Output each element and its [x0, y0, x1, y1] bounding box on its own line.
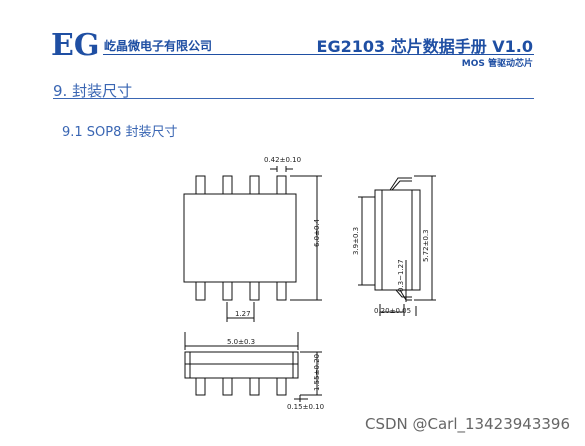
dim-body-width: 6.0±0.4 [313, 218, 321, 247]
bottom-lead [222, 281, 233, 301]
front-lead [195, 377, 206, 396]
dim-side-total: 5.72±0.3 [422, 229, 430, 262]
dim-standoff: 0.15±0.10 [287, 403, 324, 411]
dim-foot-thickness: 0.20±0.05 [374, 307, 411, 315]
subsection-title: 9.1 SOP8 封装尺寸 [62, 125, 178, 140]
logo-text: EG [51, 28, 99, 60]
dim-lead-length: 0.3~1.27 [397, 259, 405, 292]
top-lead [222, 175, 233, 195]
front-view-body-bottom [184, 363, 299, 379]
front-lead [222, 377, 233, 396]
document-title: EG2103 芯片数据手册 V1.0 [316, 37, 533, 56]
company-name: 屹晶微电子有限公司 [104, 39, 213, 53]
bottom-lead [276, 281, 287, 301]
dim-body-length: 5.0±0.3 [227, 338, 255, 346]
watermark: CSDN @Carl_13423943396 [364, 415, 570, 433]
document-subtitle: MOS 管驱动芯片 [461, 59, 533, 69]
front-lead [249, 377, 260, 396]
dim-lead-width: 0.42±0.10 [264, 156, 301, 164]
section-title: 9. 封装尺寸 [53, 82, 133, 100]
top-lead [276, 175, 287, 195]
dim-pitch: 1.27 [235, 310, 251, 318]
side-view-body [374, 189, 421, 291]
company-logo: EG [49, 28, 99, 60]
bottom-lead [195, 281, 206, 301]
bottom-lead [249, 281, 260, 301]
top-lead [195, 175, 206, 195]
section-underline [53, 98, 534, 99]
top-view-body [183, 193, 297, 283]
front-lead [276, 377, 287, 396]
header-divider [103, 54, 534, 55]
front-view-body-top [184, 351, 299, 365]
dim-side-height: 3.9±0.3 [352, 227, 360, 255]
dim-front-height: 1.55±0.20 [313, 354, 321, 391]
top-lead [249, 175, 260, 195]
